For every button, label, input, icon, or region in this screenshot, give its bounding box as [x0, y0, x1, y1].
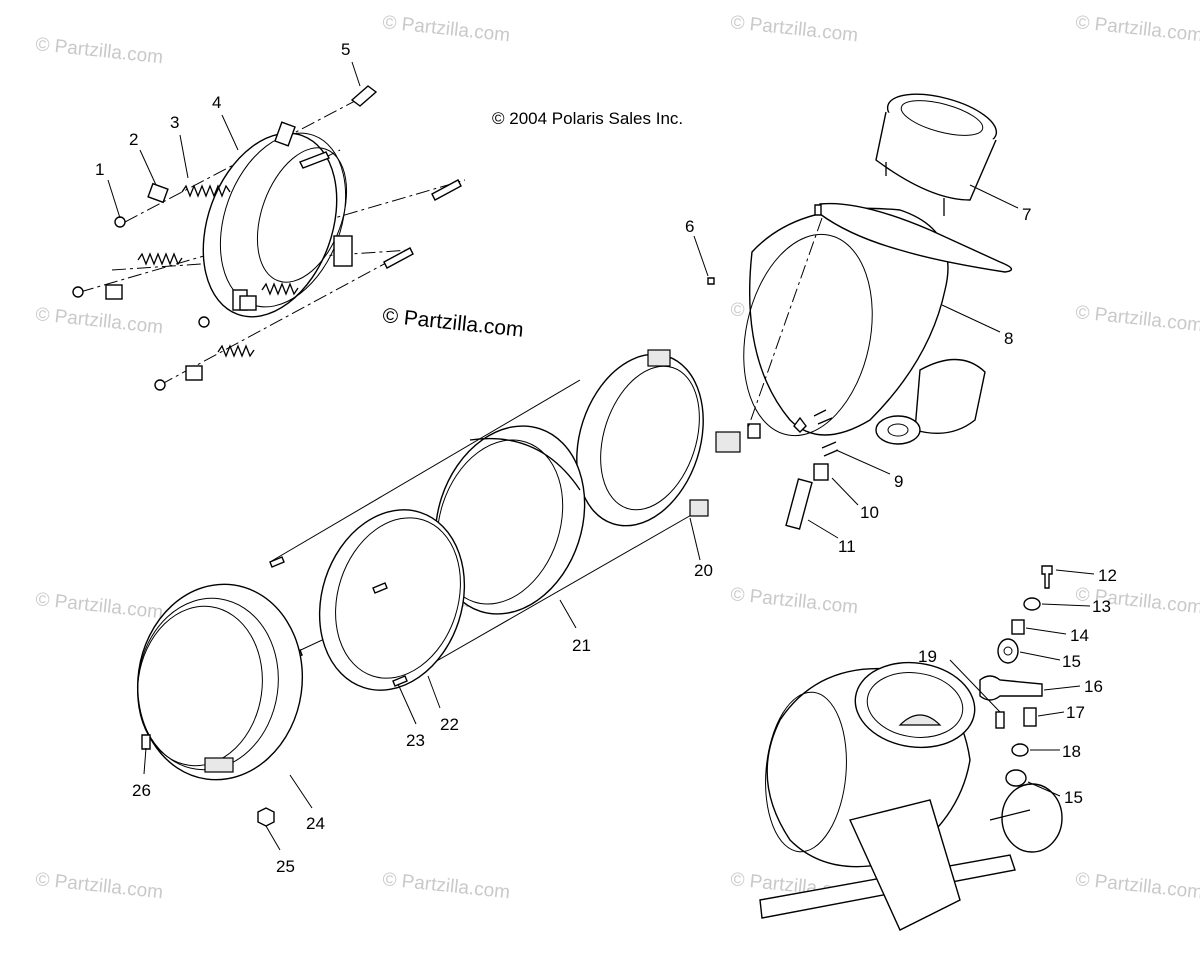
- watermark: © Partzilla.com: [729, 584, 859, 618]
- callout-21: 21: [572, 636, 591, 655]
- callout-15: 15: [1062, 652, 1081, 671]
- leader-lines: [107, 61, 1095, 851]
- callout-12: 12: [1098, 566, 1117, 585]
- callout-10: 10: [860, 503, 879, 522]
- callout-11: 11: [838, 537, 856, 556]
- callout-17: 17: [1066, 703, 1085, 722]
- callout-22: 22: [440, 715, 459, 734]
- mounting-ring-assembly: [72, 85, 466, 391]
- callout-8: 8: [1004, 329, 1013, 348]
- callout-20: 20: [694, 561, 713, 580]
- watermark: © Partzilla.com: [1074, 302, 1200, 336]
- callout-3: 3: [170, 113, 179, 132]
- assembled-view: [759, 565, 1063, 931]
- callouts: 1 2 3 4 5 6 7 8 9 10 11 12 13 14 15 16 1…: [95, 40, 1117, 876]
- callout-15-lower: 15: [1064, 788, 1083, 807]
- callout-24: 24: [306, 814, 325, 833]
- watermark: © Partzilla.com: [381, 12, 511, 46]
- callout-9: 9: [894, 472, 903, 491]
- copyright-text: © 2004 Polaris Sales Inc.: [492, 109, 683, 128]
- site-text: © Partzilla.com: [381, 304, 524, 342]
- watermark: © Partzilla.com: [34, 869, 164, 903]
- callout-6: 6: [685, 217, 694, 236]
- callout-26: 26: [132, 781, 151, 800]
- callout-25: 25: [276, 857, 295, 876]
- watermark: © Partzilla.com: [729, 12, 859, 46]
- callout-16: 16: [1084, 677, 1103, 696]
- callout-23: 23: [406, 731, 425, 750]
- spring: [217, 344, 255, 358]
- watermark: © Partzilla.com: [1074, 12, 1200, 46]
- watermark: © Partzilla.com: [34, 34, 164, 68]
- callout-5: 5: [341, 40, 350, 59]
- watermark: © Partzilla.com: [1074, 869, 1200, 903]
- watermark: © Partzilla.com: [34, 589, 164, 623]
- callout-19: 19: [918, 647, 937, 666]
- callout-1: 1: [95, 160, 104, 179]
- callout-13: 13: [1092, 597, 1111, 616]
- callout-7: 7: [1022, 205, 1031, 224]
- callout-2: 2: [129, 130, 138, 149]
- headlight-assembly: [269, 349, 741, 691]
- spring: [137, 252, 183, 266]
- callout-4: 4: [212, 93, 221, 112]
- spring: [261, 282, 299, 296]
- spring: [181, 184, 231, 198]
- headlight-housing-assembly: [707, 93, 1013, 530]
- callout-14: 14: [1070, 626, 1089, 645]
- callout-18: 18: [1062, 742, 1081, 761]
- watermark: © Partzilla.com: [381, 869, 511, 903]
- bezel-assembly: [136, 583, 304, 827]
- watermark: © Partzilla.com: [34, 304, 164, 338]
